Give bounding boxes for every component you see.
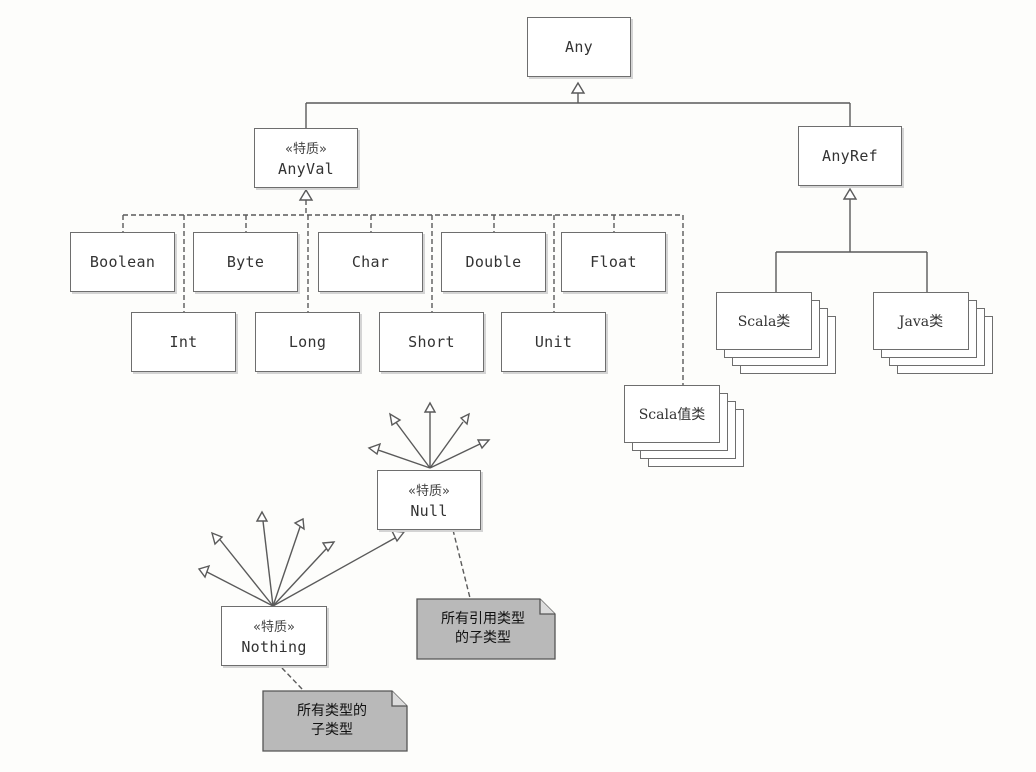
null-note: 所有引用类型 的子类型 bbox=[416, 598, 556, 660]
anyref-connector bbox=[775, 197, 928, 292]
trait-anyval[interactable]: «特质» AnyVal bbox=[254, 128, 358, 188]
nothing-note-shape bbox=[262, 690, 408, 752]
class-boolean-label: Boolean bbox=[89, 253, 156, 271]
nothing-note-line2: 子类型 bbox=[311, 722, 353, 738]
null-name: Null bbox=[410, 502, 448, 520]
null-fan-arrows bbox=[367, 401, 491, 469]
class-any[interactable]: Any bbox=[527, 17, 631, 77]
class-int-label: Int bbox=[169, 333, 198, 351]
anyval-name: AnyVal bbox=[278, 160, 334, 178]
class-char-label: Char bbox=[351, 253, 390, 271]
null-stereotype: «特质» bbox=[408, 484, 450, 499]
anyval-stereotype: «特质» bbox=[285, 142, 327, 157]
anyval-dashed-bus bbox=[123, 192, 683, 216]
null-note-link bbox=[452, 529, 471, 599]
class-anyref[interactable]: AnyRef bbox=[798, 126, 902, 186]
class-double[interactable]: Double bbox=[441, 232, 546, 292]
java-classes-label: Java类 bbox=[898, 314, 944, 330]
class-int[interactable]: Int bbox=[131, 312, 236, 372]
class-float-label: Float bbox=[590, 253, 637, 271]
any-arrowhead bbox=[570, 81, 586, 94]
class-short-label: Short bbox=[408, 333, 455, 351]
class-unit[interactable]: Unit bbox=[501, 312, 606, 372]
scala-value-classes-label: Scala值类 bbox=[638, 407, 706, 423]
class-any-label: Any bbox=[565, 38, 593, 56]
nothing-fan-arrows bbox=[197, 510, 336, 607]
nothing-to-null-line bbox=[272, 537, 396, 607]
anyref-arrowhead bbox=[842, 187, 858, 200]
nothing-name: Nothing bbox=[241, 638, 307, 656]
class-long[interactable]: Long bbox=[255, 312, 360, 372]
nothing-note: 所有类型的 子类型 bbox=[262, 690, 408, 752]
class-byte-label: Byte bbox=[226, 253, 265, 271]
nothing-stereotype: «特质» bbox=[253, 620, 295, 635]
nothing-note-line1: 所有类型的 bbox=[297, 703, 367, 720]
null-note-shape bbox=[416, 598, 556, 660]
class-anyref-label: AnyRef bbox=[822, 147, 878, 165]
scala-classes-label: Scala类 bbox=[737, 314, 791, 330]
class-long-label: Long bbox=[288, 333, 327, 351]
nothing-to-null-arrowhead bbox=[390, 530, 406, 543]
class-boolean[interactable]: Boolean bbox=[70, 232, 175, 292]
class-unit-label: Unit bbox=[534, 333, 573, 351]
any-connector bbox=[305, 90, 851, 128]
stack-scala-classes[interactable]: Scala类 bbox=[716, 292, 836, 374]
null-note-line2: 的子类型 bbox=[455, 630, 511, 646]
class-short[interactable]: Short bbox=[379, 312, 484, 372]
class-byte[interactable]: Byte bbox=[193, 232, 298, 292]
class-double-label: Double bbox=[465, 253, 522, 271]
class-char[interactable]: Char bbox=[318, 232, 423, 292]
stack-java-classes[interactable]: Java类 bbox=[873, 292, 993, 374]
trait-null[interactable]: «特质» Null bbox=[377, 470, 481, 530]
stack-scala-value-classes[interactable]: Scala值类 bbox=[624, 385, 744, 467]
anyval-arrowhead bbox=[298, 188, 314, 201]
class-float[interactable]: Float bbox=[561, 232, 666, 292]
trait-nothing[interactable]: «特质» Nothing bbox=[221, 606, 327, 666]
null-note-line1: 所有引用类型 bbox=[441, 611, 525, 628]
nothing-note-link bbox=[281, 667, 304, 691]
